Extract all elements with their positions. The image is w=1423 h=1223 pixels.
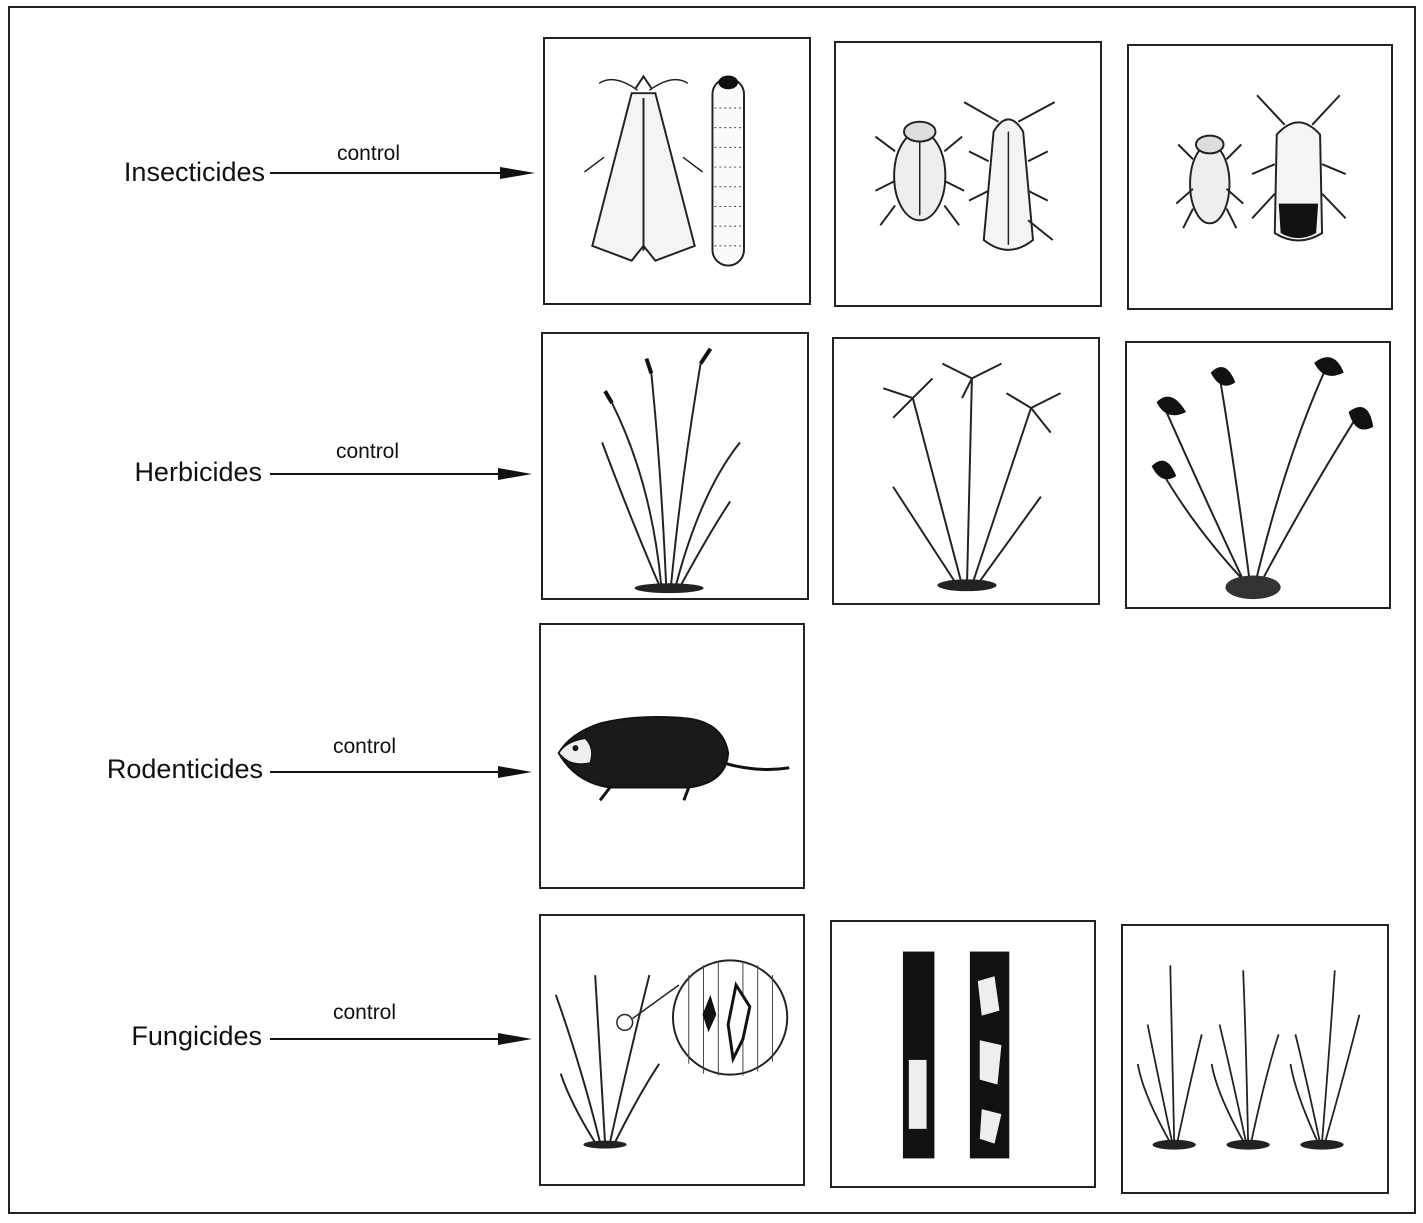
- leafhopper-illustration: [1127, 44, 1393, 310]
- rat-illustration: [539, 623, 805, 889]
- planthopper-illustration: [834, 41, 1102, 307]
- broadleaf-weed-illustration: [1125, 341, 1391, 609]
- control-text-rodenticides: control: [333, 735, 396, 759]
- label-fungicides: Fungicides: [12, 1021, 262, 1051]
- control-text-fungicides: control: [333, 1001, 396, 1025]
- arrow-insecticides: [270, 163, 540, 183]
- diseased-rice-hills-illustration: [1121, 924, 1389, 1194]
- label-insecticides: Insecticides: [15, 157, 265, 187]
- control-text-herbicides: control: [336, 440, 399, 464]
- arrow-fungicides: [270, 1029, 540, 1049]
- label-herbicides: Herbicides: [12, 457, 262, 487]
- grass-weed-illustration: [541, 332, 809, 600]
- stem-sheath-disease-illustration: [830, 920, 1096, 1188]
- arrow-herbicides: [270, 464, 540, 484]
- label-rodenticides: Rodenticides: [13, 754, 263, 784]
- arrow-rodenticides: [270, 762, 540, 782]
- sedge-weed-illustration: [832, 337, 1100, 605]
- leaf-blast-illustration: [539, 914, 805, 1186]
- moth-and-larva-illustration: [543, 37, 811, 305]
